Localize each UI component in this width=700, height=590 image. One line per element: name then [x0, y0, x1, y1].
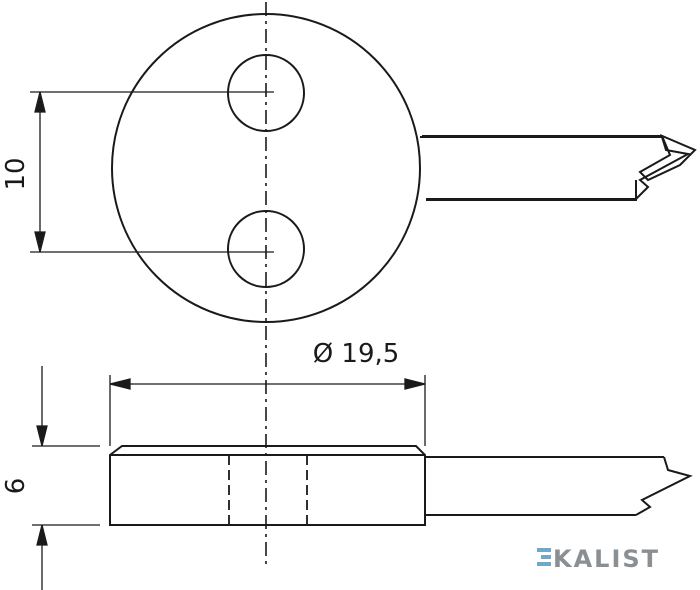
logo-mark-icon: [537, 548, 551, 566]
cable-break-top: [635, 136, 691, 200]
top-view: [111, 13, 697, 323]
logo-text: KALIST: [553, 545, 660, 573]
diameter-label: Ø 19,5: [313, 339, 400, 369]
dimension-diameter: [109, 375, 426, 446]
arrow-down: [34, 231, 46, 253]
hole-spacing-label: 10: [1, 157, 31, 190]
arrow-right: [404, 378, 426, 390]
cable-break-side: [635, 456, 693, 516]
arrow-left: [109, 378, 131, 390]
arrow-down-to-top: [36, 425, 48, 447]
arrow-up-to-bottom: [36, 524, 48, 546]
arrow-up: [34, 91, 46, 113]
dimension-thickness: [32, 366, 100, 590]
dimension-hole-spacing: [30, 91, 274, 253]
cable-top-view-lower: [426, 180, 637, 201]
side-body-outline: [109, 445, 426, 526]
brand-logo: KALIST: [537, 545, 660, 573]
thickness-label: 6: [1, 478, 31, 495]
side-view: [109, 445, 693, 526]
